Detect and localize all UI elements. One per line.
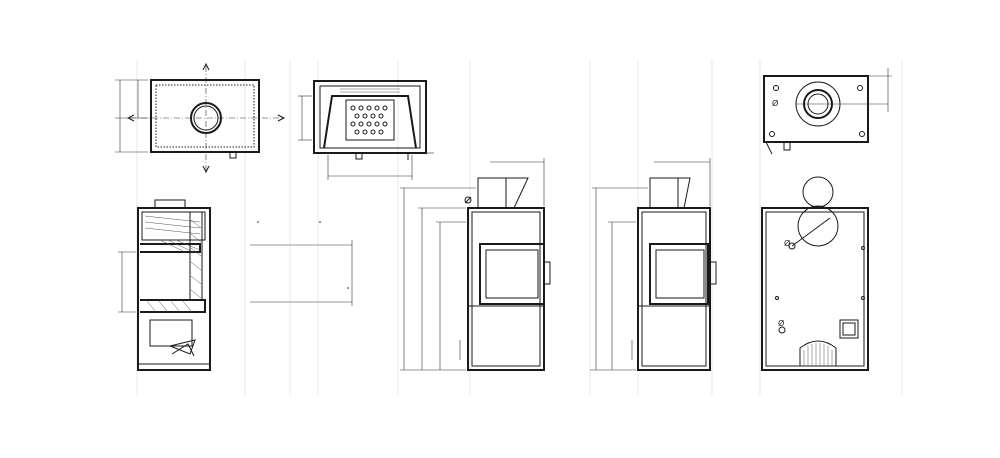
grate-holes bbox=[350, 105, 388, 135]
firebox-plan-view bbox=[298, 80, 434, 180]
diameter-symbol-top: Ø bbox=[772, 98, 778, 108]
side-section-view bbox=[118, 199, 211, 371]
rear-elevation-view: Ø Ø bbox=[761, 176, 869, 371]
diameter-symbol-rear: Ø bbox=[784, 238, 790, 248]
rear-top-view: Ø bbox=[763, 68, 892, 155]
front-elevation-view bbox=[400, 158, 551, 371]
diameter-symbol-rear-lower: Ø bbox=[778, 318, 784, 328]
side-elevation-view bbox=[590, 158, 717, 371]
top-view bbox=[115, 62, 286, 174]
dimension-lines-middle bbox=[250, 221, 353, 306]
sheet-grid-lines bbox=[136, 60, 903, 395]
